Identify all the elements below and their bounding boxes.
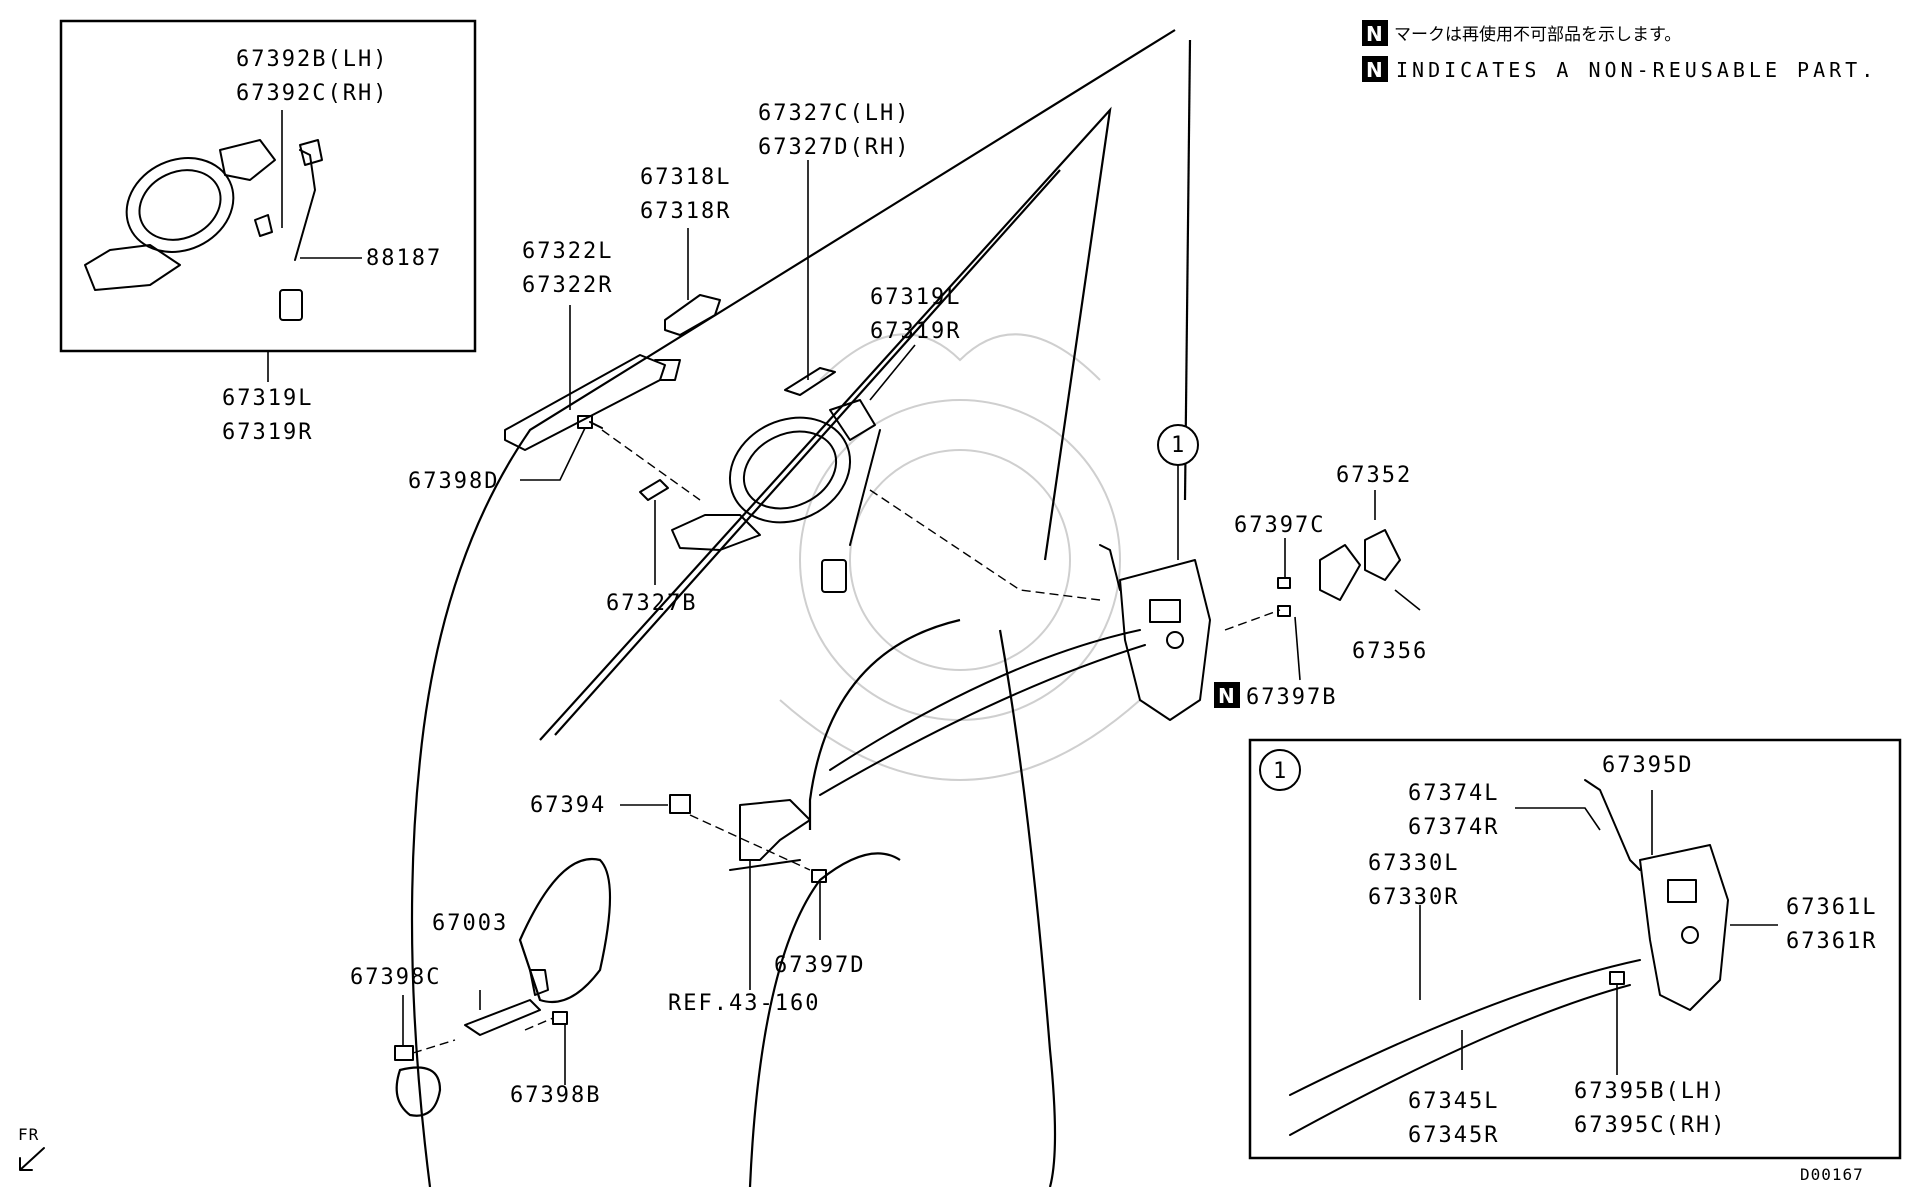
inset-handle-frame-drawing: [84, 139, 323, 321]
label-67395b: 67395B(LH): [1574, 1079, 1726, 1104]
label-88187: 88187: [366, 246, 442, 271]
bolt-67398d-drawing: [577, 415, 603, 429]
callout-1-inset: [1259, 749, 1301, 791]
n-mark-67397b: N: [1218, 684, 1235, 708]
label-67398d: 67398D: [408, 469, 499, 494]
label-67374r: 67374R: [1408, 815, 1499, 840]
striker-shim-drawing: [1364, 529, 1401, 581]
label-67397b: 67397B: [1246, 685, 1337, 710]
label-67394: 67394: [530, 793, 606, 818]
n-mark-1: N: [1366, 22, 1383, 46]
label-67392c: 67392C(RH): [236, 81, 388, 106]
callout-1-inset-number: 1: [1273, 759, 1288, 784]
n-mark-2: N: [1366, 58, 1383, 82]
label-67327c: 67327C(LH): [758, 101, 910, 126]
label-67374l: 67374L: [1408, 781, 1499, 806]
label-67318l: 67318L: [640, 165, 731, 190]
small-gasket-drawing: [639, 479, 669, 501]
latch-cables-drawing: [819, 629, 1146, 796]
striker-drawing: [1319, 544, 1361, 601]
label-67361r: 67361R: [1786, 929, 1877, 954]
label-67319r-inset: 67319R: [222, 420, 313, 445]
label-67395c: 67395C(RH): [1574, 1113, 1726, 1138]
part-labels: 67392B(LH) 67392C(RH) 88187 67319L 67319…: [222, 47, 1877, 1148]
leader-lines: [267, 110, 1778, 1085]
screw-67397d-drawing: [811, 869, 827, 883]
inset-latch-drawing: [1289, 779, 1729, 1136]
label-67319r: 67319R: [870, 319, 961, 344]
assembly-guide-lines: [412, 429, 1281, 1054]
label-67319l: 67319L: [870, 285, 961, 310]
label-67398c: 67398C: [350, 965, 441, 990]
label-67356: 67356: [1352, 639, 1428, 664]
n-mark-box: [1362, 56, 1388, 82]
fr-label: FR: [18, 1125, 39, 1144]
label-67330l: 67330L: [1368, 851, 1459, 876]
n-mark-box: [1362, 20, 1388, 46]
label-67361l: 67361L: [1786, 895, 1877, 920]
label-67330r: 67330R: [1368, 885, 1459, 910]
clip-67394-drawing: [669, 794, 691, 814]
label-67345l: 67345L: [1408, 1089, 1499, 1114]
callout-1-main: [1157, 424, 1199, 560]
inner-handle-drawing: [729, 799, 811, 871]
door-latch-drawing: [1099, 544, 1211, 721]
label-67345r: 67345R: [1408, 1123, 1499, 1148]
front-direction-indicator: FR: [18, 1125, 45, 1171]
n-mark-box: [1214, 682, 1240, 708]
label-ref-43-160: REF.43-160: [668, 991, 820, 1016]
outer-handle-drawing: [504, 354, 681, 451]
label-67322r: 67322R: [522, 273, 613, 298]
handle-cap-drawing: [664, 294, 721, 336]
label-67319l-inset: 67319L: [222, 386, 313, 411]
label-67397c: 67397C: [1234, 513, 1325, 538]
label-67003: 67003: [432, 911, 508, 936]
non-reusable-note: N マークは再使用不可部品を示します。 N INDICATES A NON-RE…: [1362, 20, 1877, 82]
label-67327d: 67327D(RH): [758, 135, 910, 160]
label-67327b: 67327B: [606, 591, 697, 616]
label-67397d: 67397D: [774, 953, 865, 978]
label-67395d: 67395D: [1602, 753, 1693, 778]
fr-arrow-icon: [19, 1147, 45, 1171]
diagram-id: D00167: [1800, 1165, 1864, 1184]
note-jp: マークは再使用不可部品を示します。: [1394, 24, 1681, 45]
inset-box-latch-assembly: [1248, 738, 1902, 1160]
handle-frame-drawing: [671, 399, 881, 593]
door-outline: [395, 29, 1192, 1187]
callout-1-number: 1: [1171, 433, 1186, 458]
watermark-emblem: [779, 333, 1141, 781]
label-67318r: 67318R: [640, 199, 731, 224]
label-67352: 67352: [1336, 463, 1412, 488]
label-67322l: 67322L: [522, 239, 613, 264]
label-67392b: 67392B(LH): [236, 47, 388, 72]
label-67398b: 67398B: [510, 1083, 601, 1108]
note-en: INDICATES A NON-REUSABLE PART.: [1396, 58, 1877, 82]
